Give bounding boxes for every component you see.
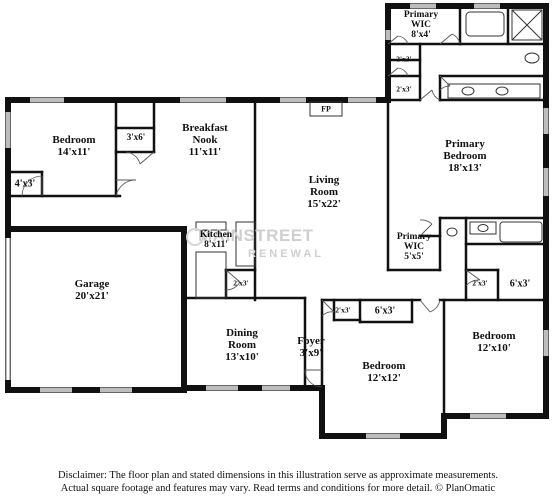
door: [387, 67, 409, 77]
small-closet-label: 2'x3': [335, 305, 351, 315]
room-garage: Garage 20'x21': [75, 278, 110, 302]
door: [125, 151, 155, 165]
room-dims: 3'x9': [299, 347, 323, 359]
kitchen-counter: [195, 221, 227, 231]
room-name: Dining Room: [226, 327, 258, 351]
room-living-room: Living Room 15'x22': [307, 174, 341, 210]
room-name: Primary WIC: [396, 232, 432, 252]
small-closet-label: 2'x3': [233, 278, 249, 288]
disclaimer: Disclaimer: The floor plan and stated di…: [0, 469, 556, 495]
door: [21, 175, 43, 197]
door: [465, 269, 481, 287]
room-primary-bedroom: Primary Bedroom 18'x13': [443, 138, 486, 174]
room-dims: 14'x11': [57, 146, 91, 158]
room-name: Primary Bedroom: [443, 138, 487, 162]
door: [419, 219, 433, 237]
room-name: Living Room: [308, 174, 340, 198]
disclaimer-line-2: Actual square footage and features may v…: [60, 483, 496, 494]
door: [321, 299, 335, 317]
small-closet-label: 2'x3': [472, 278, 488, 288]
door: [304, 369, 323, 388]
room-name: Garage: [74, 278, 110, 290]
room-kitchen: Kitchen 8'x11': [200, 230, 232, 250]
floor-plan-drawing: [5, 3, 549, 439]
room-name: Bedroom: [472, 330, 516, 342]
room-name: Bedroom: [52, 134, 96, 146]
room-name: Breakfast Nook: [182, 122, 228, 146]
door: [439, 33, 461, 45]
room-name: Kitchen: [199, 230, 233, 240]
room-dims: 18'x13': [448, 162, 482, 174]
watermark-sub: RENEWAL: [248, 248, 324, 260]
closet-label: 6'x3': [509, 278, 531, 290]
bathtub: [499, 221, 543, 243]
watermark-brand: MAINSTREET: [198, 226, 314, 245]
fireplace-shape: [309, 101, 343, 117]
room-dining-room: Dining Room 13'x10': [225, 327, 259, 363]
kitchen-island: [195, 251, 227, 299]
toilet: [524, 52, 540, 64]
door: [115, 179, 137, 197]
door: [225, 269, 241, 291]
disclaimer-line-1: Disclaimer: The floor plan and stated di…: [57, 470, 499, 481]
room-primary-wic-mid: Primary WIC 5'x5': [397, 232, 431, 262]
door: [419, 299, 441, 313]
room-name: Primary WIC: [403, 10, 439, 30]
shower: [511, 9, 543, 41]
fireplace-label: FP: [321, 104, 331, 114]
room-dims: 15'x22': [307, 198, 341, 210]
room-dims: 12'x10': [477, 342, 511, 354]
room-name: Bedroom: [362, 360, 406, 372]
sink: [477, 224, 489, 232]
kitchen-counter: [235, 221, 256, 267]
small-closet-label: 2'x3': [396, 54, 412, 64]
room-foyer: Foyer 3'x9': [297, 335, 324, 359]
room-bedroom-nw: Bedroom 14'x11': [52, 134, 95, 158]
door: [419, 89, 441, 101]
room-dims: 12'x12': [367, 372, 401, 384]
closet-label: 6'x3': [374, 305, 396, 317]
closet-label: 4'x3': [14, 178, 36, 190]
vanity: [469, 221, 497, 235]
toilet: [446, 227, 458, 237]
room-bedroom-south: Bedroom 12'x12': [362, 360, 405, 384]
room-primary-wic-top: Primary WIC 8'x4': [404, 10, 438, 40]
room-bedroom-se: Bedroom 12'x10': [472, 330, 515, 354]
small-closet-label: 2'x3': [396, 84, 412, 94]
vanity: [447, 83, 541, 99]
room-breakfast-nook: Breakfast Nook 11'x11': [182, 122, 228, 158]
sink: [461, 86, 475, 96]
room-dims: 20'x21': [75, 290, 109, 302]
room-dims: 13'x10': [225, 351, 259, 363]
room-dims: 11'x11': [188, 146, 222, 158]
closet-label: 3'x6': [126, 132, 146, 142]
bathtub: [465, 11, 505, 37]
sink: [495, 86, 509, 96]
room-name: Foyer: [297, 335, 325, 347]
room-dims: 5'x5': [404, 252, 424, 262]
watermark-logo-icon: [186, 228, 204, 246]
watermark: MAINSTREET RENEWAL: [198, 226, 321, 260]
room-dims: 8'x4': [411, 30, 431, 40]
room-dims: 8'x11': [204, 240, 228, 250]
door: [439, 75, 451, 91]
door: [387, 35, 409, 45]
